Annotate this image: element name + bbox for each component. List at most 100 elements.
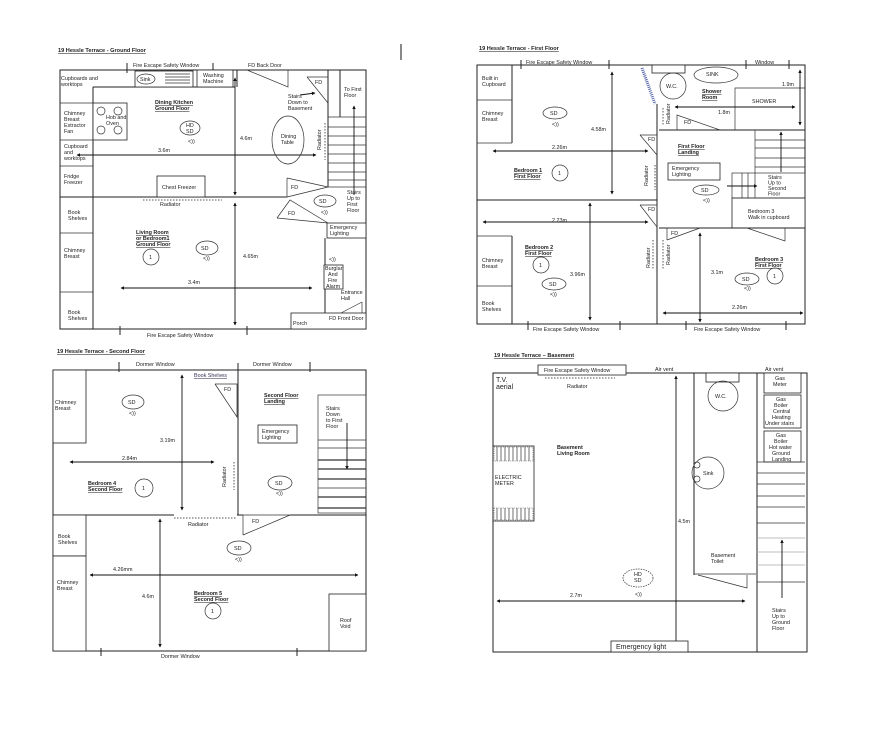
fire-door-swing xyxy=(340,301,363,314)
fire-door-swing xyxy=(246,69,289,88)
arrow xyxy=(299,91,316,96)
hob-label: Oven xyxy=(106,121,119,127)
fire-door-swing xyxy=(276,199,329,224)
chimney-label: Breast xyxy=(64,254,80,260)
boiler-label: Ground xyxy=(772,451,790,457)
dining-table xyxy=(271,115,305,165)
radiator-diagonal xyxy=(640,67,657,105)
chimney-breast xyxy=(52,555,87,652)
fridge-label: Fridge xyxy=(64,174,79,180)
washing-label: Machine xyxy=(203,79,223,85)
sink-icon xyxy=(691,456,725,490)
fire-escape-window xyxy=(537,364,627,376)
outer-wall xyxy=(52,369,367,652)
fd-label: FD xyxy=(671,231,678,237)
detector-label: SD xyxy=(550,111,558,117)
gas-meter-label: Gas xyxy=(775,376,785,382)
emergency-label: Emergency light xyxy=(616,644,666,651)
fd-label: FD xyxy=(291,185,298,191)
window-label: Dormer Window xyxy=(253,362,292,368)
emergency-label: Lighting xyxy=(672,172,691,178)
detector-label: HD xyxy=(634,572,642,578)
plan-title: 19 Hessle Terrace - First Floor xyxy=(479,46,560,52)
hall-label: Hall xyxy=(341,296,350,302)
washing-machine xyxy=(196,69,234,88)
chimney-label: Extractor xyxy=(64,123,86,129)
plan-title: 19 Hessle Terrace - Second Floor xyxy=(57,349,146,355)
alarm-sound-icon: <)) xyxy=(321,210,328,216)
burglar-alarm xyxy=(323,264,344,290)
dimension-label: 3.1m xyxy=(711,270,723,276)
room-label: First Floor xyxy=(755,263,783,269)
detector-label: SD xyxy=(186,129,194,135)
smoke-detector-icon xyxy=(734,272,760,286)
book-shelves-label: Shelves xyxy=(68,316,87,322)
radiator-label: Radiator xyxy=(188,522,209,528)
roof-void xyxy=(328,593,367,652)
chimney-label: Chimney xyxy=(482,258,504,264)
wc-label: W.C. xyxy=(715,394,727,400)
window-label: Fire Escape Safety Window xyxy=(533,327,599,333)
room-label: Dining Kitchen xyxy=(155,100,193,106)
chest-freezer xyxy=(156,175,206,198)
stairs-label: To First xyxy=(344,87,362,93)
first-floor-plan: 19 Hessle Terrace - First Floor Fire Esc… xyxy=(476,46,806,333)
stairs-label: Down xyxy=(326,412,340,418)
smoke-detector-icon xyxy=(541,277,567,291)
chimney-label: Breast xyxy=(57,586,73,592)
alarm-sound-icon: <)) xyxy=(552,122,559,128)
book-shelves-label: Book Shelves xyxy=(194,373,227,379)
wc-icon xyxy=(707,380,739,412)
hall-label: Entrance xyxy=(341,290,363,296)
room-label: Basement xyxy=(557,445,583,451)
dimension-label: 2.84m xyxy=(122,456,137,462)
stairs-label: Floor xyxy=(347,208,359,214)
fd-label: FD xyxy=(648,207,655,213)
detector-label: SD xyxy=(549,282,557,288)
detector-1-icon xyxy=(532,256,550,274)
alarm-sound-icon: <)) xyxy=(188,139,195,145)
electric-meter xyxy=(492,445,535,522)
detector-1-icon xyxy=(766,267,784,285)
basement-plan: 19 Hessle Terrace – Basement Fire Escape… xyxy=(492,353,808,653)
boiler-label: Gas xyxy=(776,397,786,403)
room-label: Landing xyxy=(264,399,285,405)
room-label: or Bedroom1 xyxy=(136,236,170,242)
alarm-sound-icon: <)) xyxy=(129,411,136,417)
roof-void-label: Void xyxy=(340,624,351,630)
ground-floor-plan: 19 Hessle Terrace - Ground Floor Fire Es… xyxy=(58,48,367,339)
stairs xyxy=(757,461,805,583)
room-label: Bedroom 3 xyxy=(755,257,783,263)
detector-label: SD xyxy=(319,199,327,205)
dimension-label: 1.8m xyxy=(718,110,730,116)
air-vent-label: Air vent xyxy=(655,367,674,373)
detector-label: 1 xyxy=(142,486,145,492)
dimension-label: 2.26m xyxy=(552,145,567,151)
room-label: Living Room xyxy=(557,451,590,457)
emergency-lighting xyxy=(257,424,298,444)
boiler-label: Hot water xyxy=(769,445,792,451)
fire-door-swing xyxy=(676,114,721,131)
emergency-lighting xyxy=(326,222,367,239)
tap-icon xyxy=(693,461,701,469)
radiator-label: Radiator xyxy=(567,384,588,390)
radiator-label: Radiator xyxy=(644,165,650,186)
alarm-sound-icon: <)) xyxy=(703,198,710,204)
chimney-label: Breast xyxy=(64,117,80,123)
emergency-label: Lighting xyxy=(262,435,281,441)
stairs-label: Floor xyxy=(326,424,338,430)
smoke-detector-icon xyxy=(692,184,720,196)
emergency-label: Emergency xyxy=(672,166,700,172)
emergency-lighting xyxy=(667,162,721,181)
hob-label: Hob and xyxy=(106,115,126,121)
detector-label: SD xyxy=(234,546,242,552)
dimension-label: 4.26mm xyxy=(113,567,133,573)
room-label: Bedroom 4 xyxy=(88,481,116,487)
alarm-sound-icon: <)) xyxy=(203,256,210,262)
cupboard-label: worktops xyxy=(63,156,86,162)
chimney-label: Breast xyxy=(482,117,498,123)
alarm-label: Alarm xyxy=(326,284,341,290)
alarm-sound-icon: <)) xyxy=(635,592,642,598)
cupboard-label: Built in xyxy=(482,76,498,82)
detector-1-icon xyxy=(142,248,160,266)
